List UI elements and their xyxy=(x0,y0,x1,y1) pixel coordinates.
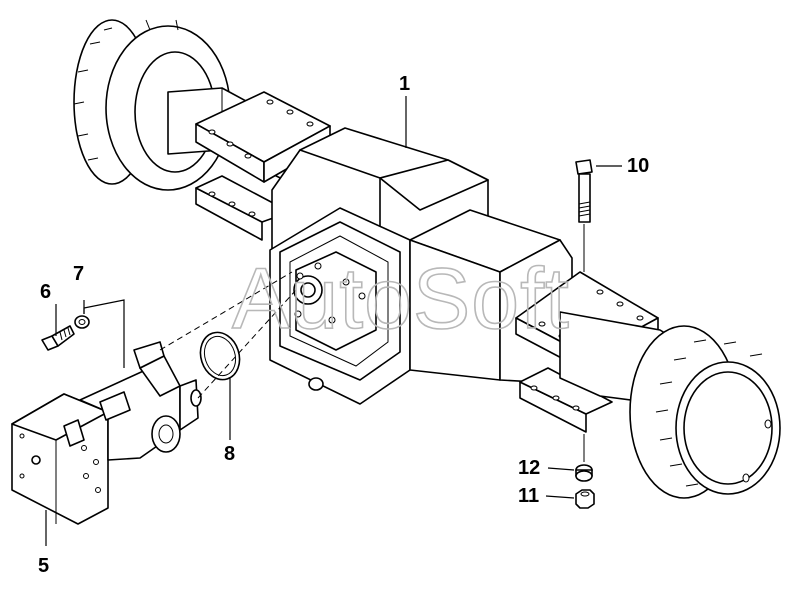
callout-5: 5 xyxy=(38,555,49,577)
washer-7 xyxy=(74,315,90,329)
callout-8: 8 xyxy=(224,443,235,465)
callout-12: 12 xyxy=(518,457,540,479)
callout-6: 6 xyxy=(40,281,51,303)
nut-11 xyxy=(575,489,595,509)
assembly-lines xyxy=(159,224,585,462)
callout-10: 10 xyxy=(627,155,649,177)
bolt-10 xyxy=(575,159,593,223)
callout-7: 7 xyxy=(73,263,84,285)
o-ring xyxy=(199,331,241,381)
watermark: AutoSoft xyxy=(232,251,570,347)
leader-lines xyxy=(45,96,622,546)
callout-1: 1 xyxy=(399,73,410,95)
right-wheel-hub xyxy=(629,325,781,499)
callout-11: 11 xyxy=(518,485,539,507)
hydraulic-motor xyxy=(11,341,202,525)
axle-housing xyxy=(269,127,573,405)
bolt-6 xyxy=(41,325,75,351)
washer-12 xyxy=(575,464,593,482)
